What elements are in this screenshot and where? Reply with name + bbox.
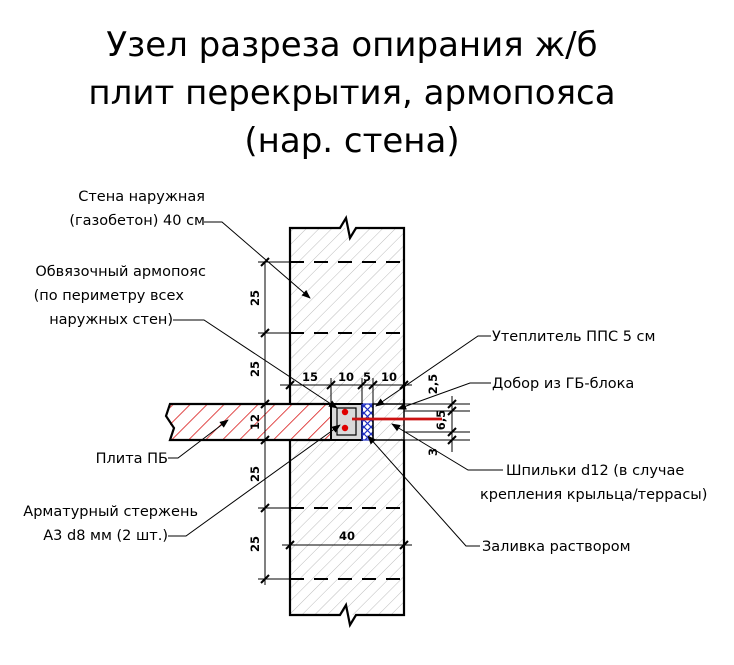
- dim-h-15: 15: [302, 370, 318, 384]
- dim-r-2-5: 2,5: [426, 374, 440, 394]
- dim-h-5: 5: [363, 370, 371, 384]
- leaders-left: [168, 221, 341, 537]
- rebar-dot-top: [341, 408, 349, 416]
- label-mortar: Заливка раствором: [482, 539, 631, 555]
- dimension-vertical-right: [404, 396, 470, 452]
- label-wall-line-1: Стена наружная: [78, 189, 205, 205]
- dim-v-25-top: 25: [248, 290, 262, 306]
- dim-v-25-low: 25: [248, 466, 262, 482]
- title-line-2: плит перекрытия, армопояса: [88, 73, 615, 113]
- dim-v-25-mid: 25: [248, 361, 262, 377]
- dim-h-40: 40: [339, 529, 355, 543]
- floor-slab: [164, 402, 330, 442]
- label-block-add: Добор из ГБ-блока: [492, 376, 634, 392]
- dim-r-6-5: 6,5: [434, 410, 448, 430]
- dimension-horizontal-40: [282, 540, 412, 550]
- label-insulation: Утеплитель ППС 5 см: [492, 329, 655, 345]
- label-belt-line-3: наружных стен): [49, 312, 173, 328]
- label-slab: Плита ПБ: [96, 451, 168, 467]
- title-line-1: Узел разреза опирания ж/б: [106, 25, 597, 65]
- dim-h-10b: 10: [381, 370, 397, 384]
- wall-lower: [288, 440, 406, 629]
- label-belt-line-1: Обвязочный армопояс: [35, 264, 206, 280]
- reinforced-belt: [330, 403, 363, 441]
- label-studs-line-2: крепления крыльца/террасы): [480, 487, 707, 503]
- title-line-3: (нар. стена): [244, 121, 459, 161]
- label-belt-line-2: (по периметру всех: [34, 288, 185, 304]
- label-rebar-line-2: А3 d8 мм (2 шт.): [43, 528, 168, 544]
- label-rebar-line-1: Арматурный стержень: [23, 504, 198, 520]
- insulation-eps: [361, 403, 374, 441]
- label-wall-line-2: (газобетон) 40 см: [69, 213, 205, 229]
- dim-h-10a: 10: [338, 370, 354, 384]
- label-studs-line-1: Шпильки d12 (в случае: [506, 463, 684, 479]
- dimension-vertical-left: [258, 257, 292, 585]
- wall-upper: [288, 214, 406, 404]
- leaders-right: [367, 335, 503, 547]
- dim-v-25-bottom: 25: [248, 536, 262, 552]
- dim-r-3: 3: [426, 448, 440, 456]
- dim-v-12: 12: [248, 414, 262, 430]
- rebar-dot-bottom: [341, 424, 349, 432]
- block-add-piece: [372, 403, 405, 441]
